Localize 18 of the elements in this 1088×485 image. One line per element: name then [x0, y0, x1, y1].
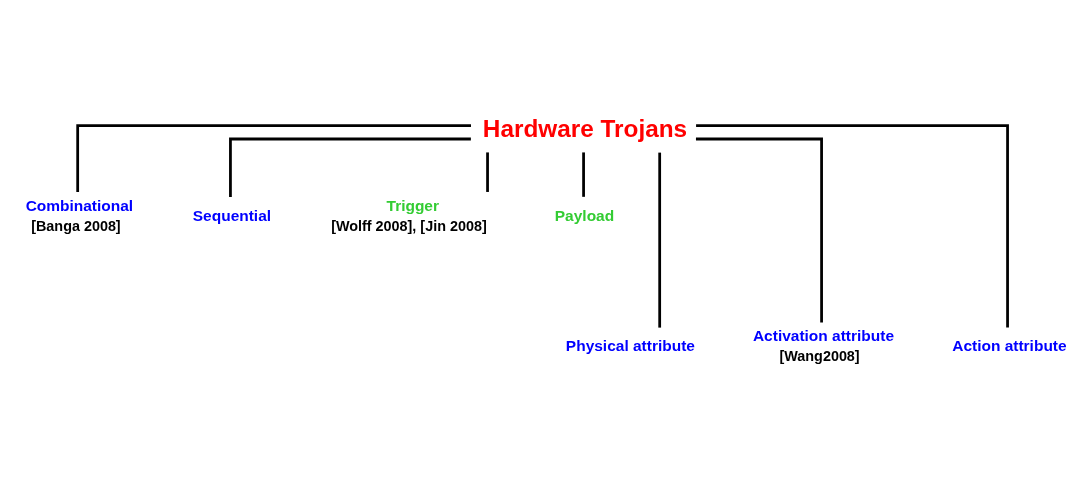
connector: [696, 124, 1009, 328]
node-label: [Banga 2008]: [31, 217, 121, 234]
node-text: Action attribute: [952, 337, 1067, 355]
connector: [76, 124, 471, 193]
node-text: Physical attribute: [565, 337, 695, 355]
connector: [486, 152, 489, 192]
connector: [695, 137, 823, 323]
node-text: Combinational: [25, 196, 134, 214]
node-text: Payload: [554, 206, 615, 224]
node-text: Hardware Trojans: [482, 115, 688, 143]
connector: [582, 152, 585, 197]
connector: [229, 137, 471, 197]
node-text: Activation attribute: [752, 327, 895, 345]
node-text: Sequential: [192, 206, 272, 224]
node-label: [Wolff 2008], [Jin 2008]: [331, 217, 487, 234]
node-label: [Wang2008]: [779, 348, 860, 365]
connector: [658, 152, 662, 328]
node-text: Trigger: [386, 196, 440, 214]
